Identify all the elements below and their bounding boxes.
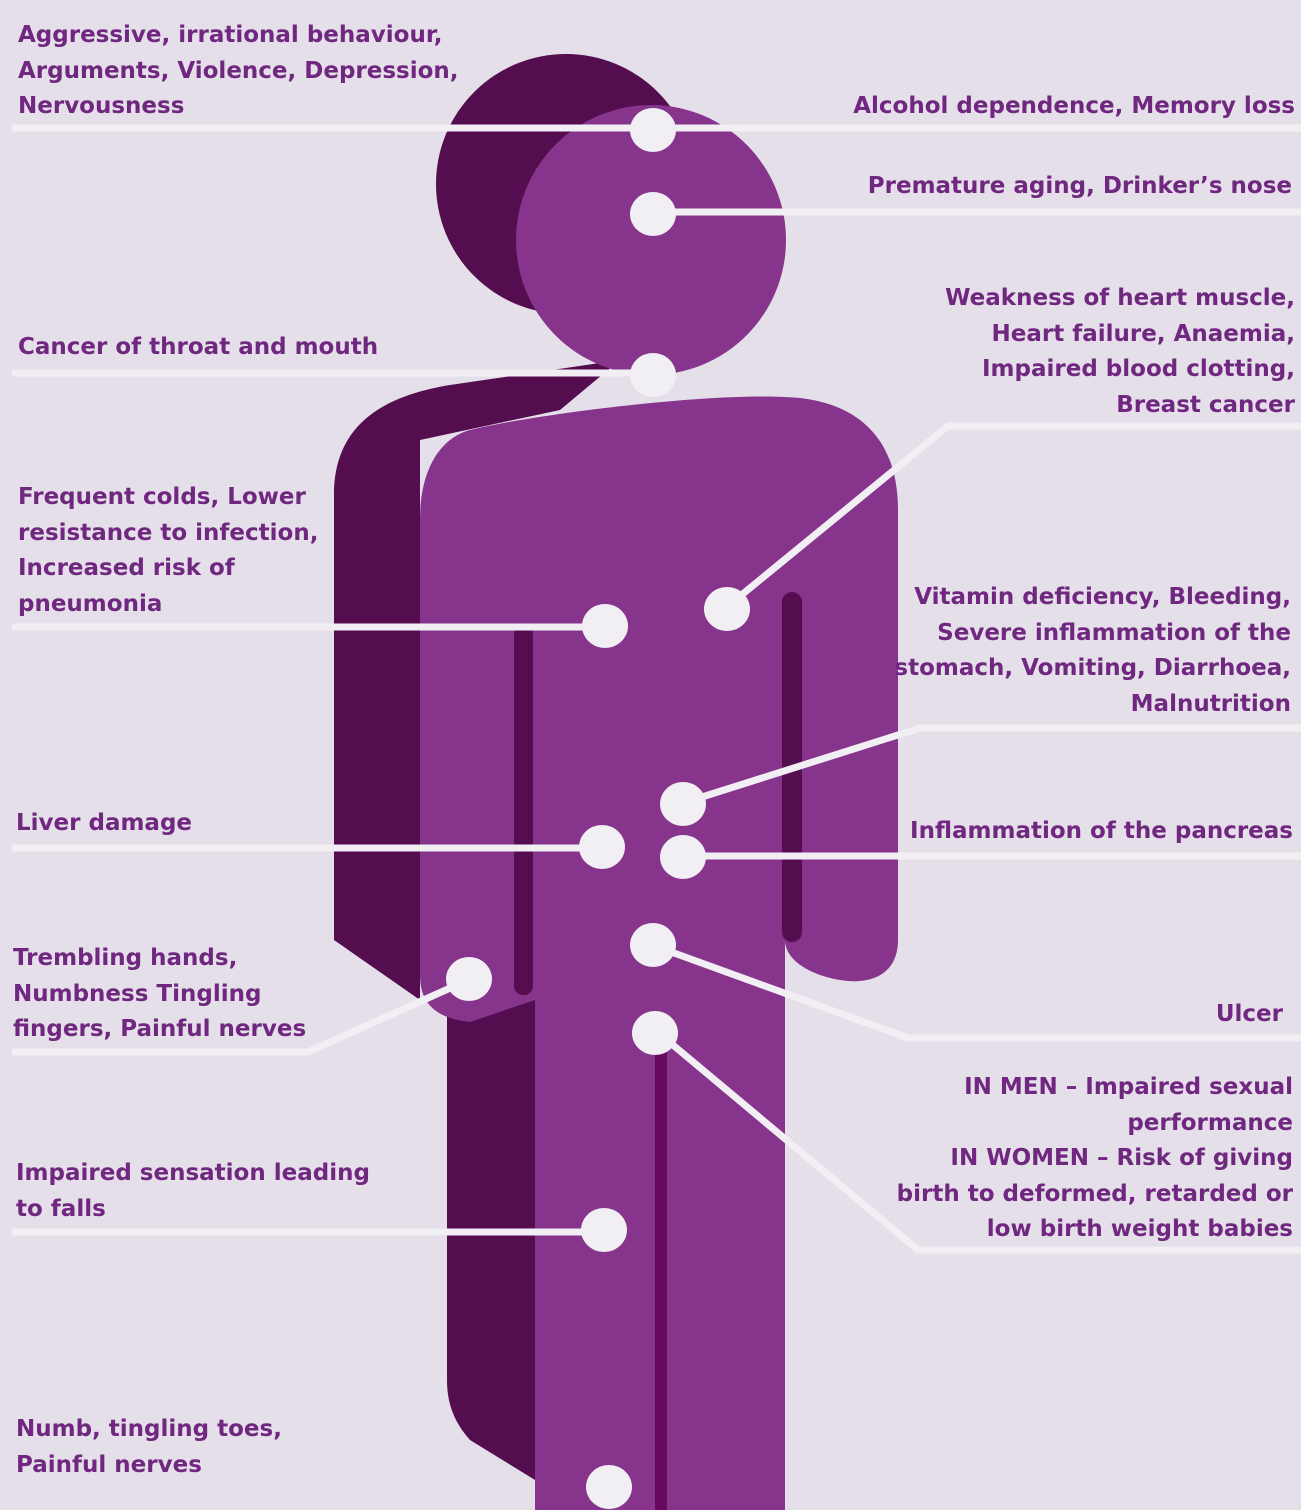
label-lungs-line-1: Frequent colds, Lower: [18, 484, 306, 510]
label-ulcer-line-1: Ulcer: [1215, 1001, 1283, 1027]
marker-feet: [586, 1465, 632, 1509]
label-brain-right: Alcohol dependence, Memory loss: [853, 89, 1295, 125]
label-hands-line-1: Trembling hands,: [13, 945, 238, 971]
marker-reproductive: [632, 1011, 678, 1055]
label-hands: Trembling hands, Numbness Tingling finge…: [13, 941, 306, 1048]
label-reproductive-line-1: IN MEN – Impaired sexual: [964, 1074, 1293, 1100]
head: [516, 105, 786, 375]
label-reproductive-line-2: performance: [1127, 1109, 1293, 1136]
label-liver-line-1: Liver damage: [16, 810, 193, 836]
label-brain-right-line-1: Alcohol dependence, Memory loss: [853, 93, 1295, 119]
label-hands-line-3: fingers, Painful nerves: [13, 1016, 307, 1042]
leader-line-ulcer: [650, 941, 1301, 1042]
label-heart-line-4: Breast cancer: [1116, 391, 1295, 418]
label-lungs: Frequent colds, Lower resistance to infe…: [18, 480, 318, 622]
marker-lungs: [582, 604, 628, 648]
label-brain-line-1: Aggressive, irrational behaviour,: [18, 22, 443, 48]
leg-shadow: [447, 1000, 535, 1480]
label-reproductive-line-3: IN WOMEN – Risk of giving: [950, 1145, 1293, 1171]
label-reproductive: IN MEN – Impaired sexual performance IN …: [897, 1070, 1293, 1248]
marker-ulcer: [630, 923, 676, 967]
label-feet-line-1: Numb, tingling toes,: [16, 1416, 282, 1442]
label-throat-line-1: Cancer of throat and mouth: [18, 334, 379, 360]
label-lungs-line-4: pneumonia: [18, 590, 163, 617]
marker-brain: [630, 108, 676, 152]
label-lungs-line-2: resistance to infection,: [18, 519, 319, 546]
label-legs: Impaired sensation leading to falls: [16, 1156, 370, 1227]
label-throat: Cancer of throat and mouth: [18, 330, 378, 366]
label-hands-line-2: Numbness Tingling: [13, 980, 262, 1007]
label-reproductive-line-4: birth to deformed, retarded or: [896, 1180, 1293, 1207]
leader-line-heart: [725, 422, 1301, 609]
marker-legs: [581, 1208, 627, 1252]
label-brain-line-3: Nervousness: [18, 93, 185, 119]
label-pancreas: Inflammation of the pancreas: [910, 814, 1293, 850]
label-stomach-line-2: Severe inflammation of the: [937, 619, 1291, 646]
label-heart-line-2: Heart failure, Anaemia,: [991, 320, 1295, 347]
label-heart: Weakness of heart muscle, Heart failure,…: [945, 281, 1295, 423]
label-stomach-line-1: Vitamin deficiency, Bleeding,: [914, 584, 1291, 610]
leader-line-stomach: [681, 724, 1301, 807]
label-lungs-line-3: Increased risk of: [18, 555, 235, 581]
label-liver: Liver damage: [16, 806, 192, 842]
label-ulcer: Ulcer: [1216, 997, 1283, 1033]
marker-pancreas: [660, 835, 706, 879]
label-feet-line-2: Painful nerves: [16, 1451, 202, 1478]
label-brain: Aggressive, irrational behaviour, Argume…: [18, 18, 459, 125]
label-reproductive-line-5: low birth weight babies: [986, 1216, 1293, 1242]
marker-stomach: [660, 782, 706, 826]
marker-hands: [446, 957, 492, 1001]
leader-line-reproductive: [652, 1027, 1301, 1254]
marker-throat: [630, 353, 676, 397]
marker-heart: [704, 587, 750, 631]
label-stomach: Vitamin deficiency, Bleeding, Severe inf…: [894, 580, 1291, 722]
organ-markers: [446, 108, 750, 1509]
label-face: Premature aging, Drinker’s nose: [868, 169, 1292, 205]
leader-line-hands: [12, 976, 470, 1056]
label-heart-line-3: Impaired blood clotting,: [982, 356, 1295, 382]
label-legs-line-1: Impaired sensation leading: [16, 1160, 370, 1186]
label-stomach-line-3: stomach, Vomiting, Diarrhoea,: [894, 655, 1291, 681]
left-arm-gap: [514, 625, 533, 995]
label-pancreas-line-1: Inflammation of the pancreas: [910, 818, 1293, 844]
leg-divider: [655, 1050, 667, 1510]
label-face-line-1: Premature aging, Drinker’s nose: [867, 173, 1292, 199]
label-feet: Numb, tingling toes, Painful nerves: [16, 1412, 282, 1483]
label-legs-line-2: to falls: [16, 1195, 106, 1222]
label-heart-line-1: Weakness of heart muscle,: [945, 285, 1295, 311]
label-stomach-line-4: Malnutrition: [1130, 690, 1291, 717]
torso-shadow: [334, 360, 620, 1000]
marker-face: [630, 192, 676, 236]
label-brain-line-2: Arguments, Violence, Depression,: [18, 57, 459, 84]
marker-liver: [579, 825, 625, 869]
